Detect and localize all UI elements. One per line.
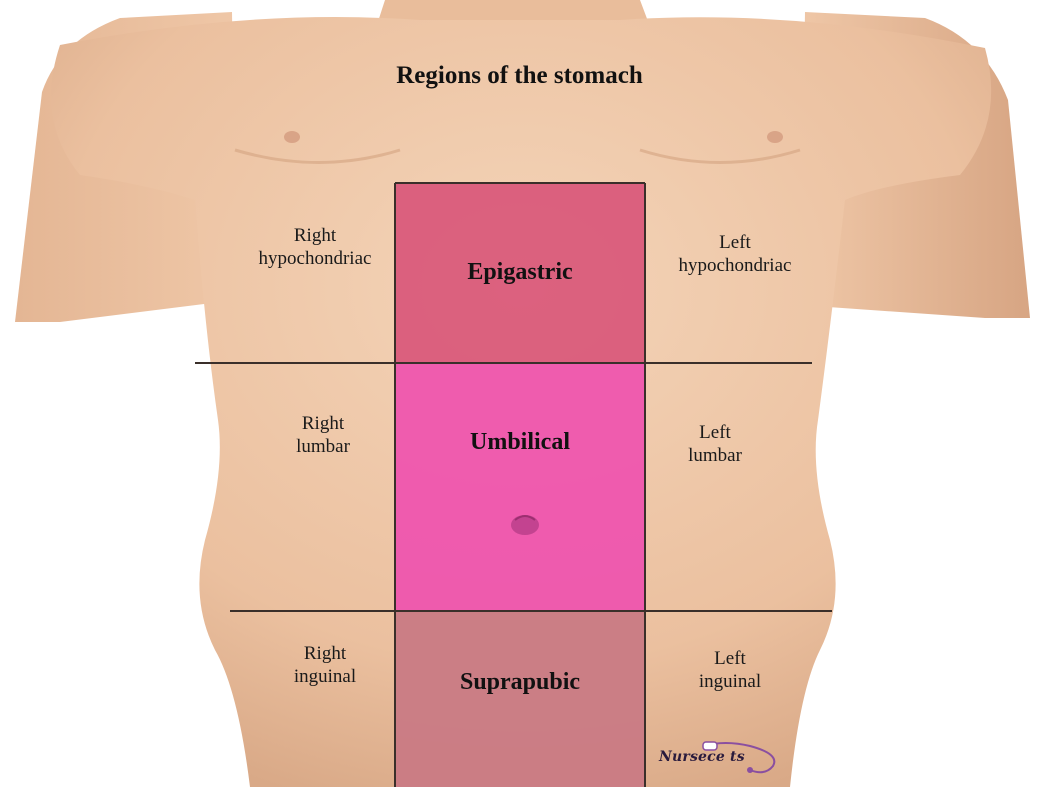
navel bbox=[511, 515, 539, 535]
logo-text: Nursece ts bbox=[659, 749, 745, 765]
left-nipple bbox=[767, 131, 783, 143]
right-lumbar-label: Right lumbar bbox=[278, 413, 368, 459]
diagram-title: Regions of the stomach bbox=[0, 62, 1039, 90]
right-nipple bbox=[284, 131, 300, 143]
nursecepts-logo: Nursece ts bbox=[655, 740, 785, 776]
umbilical-region bbox=[395, 363, 645, 611]
left-lumbar-label: Left lumbar bbox=[670, 422, 760, 468]
suprapubic-region bbox=[395, 611, 645, 787]
right-hypochondriac-label: Right hypochondriac bbox=[255, 225, 375, 271]
left-hypochondriac-label: Left hypochondriac bbox=[665, 232, 805, 278]
right-inguinal-label: Right inguinal bbox=[275, 643, 375, 689]
suprapubic-label: Suprapubic bbox=[395, 668, 645, 697]
umbilical-label: Umbilical bbox=[395, 428, 645, 457]
left-inguinal-label: Left inguinal bbox=[680, 648, 780, 694]
epigastric-label: Epigastric bbox=[395, 258, 645, 287]
